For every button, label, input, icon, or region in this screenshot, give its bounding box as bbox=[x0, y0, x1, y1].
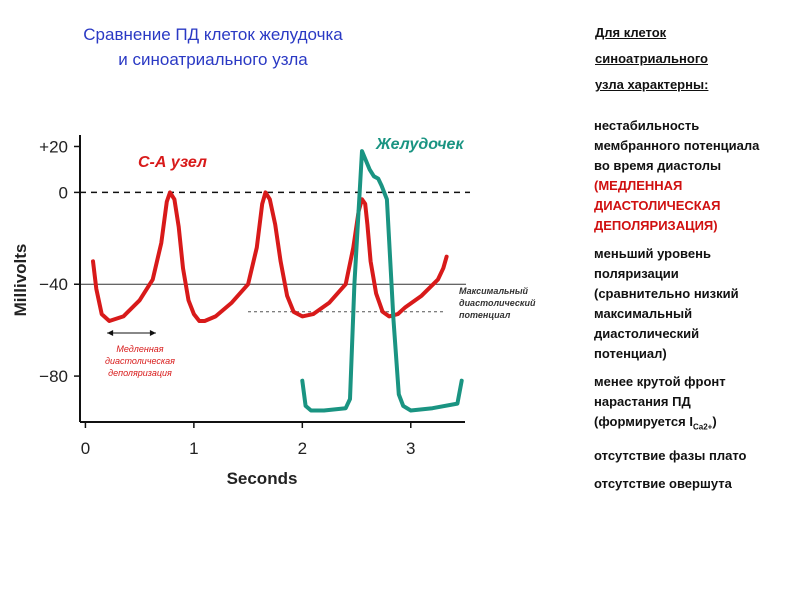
list-item: отсутствие овершута bbox=[582, 474, 796, 494]
heading-line: Для клеток bbox=[595, 25, 667, 40]
title-line-1: Сравнение ПД клеток желудочка bbox=[83, 25, 343, 44]
item-text: менее крутой фронт bbox=[594, 374, 726, 389]
slide-title: Сравнение ПД клеток желудочка и синоатри… bbox=[18, 22, 408, 72]
slow-depolarization-annotation-line: Медленная bbox=[116, 344, 163, 354]
sa-node-label: С-А узел bbox=[138, 154, 207, 171]
list-item: отсутствие фазы плато bbox=[582, 446, 796, 466]
item-text: отсутствие овершута bbox=[594, 475, 732, 491]
y-tick-label: 0 bbox=[59, 183, 68, 202]
max-diastolic-annotation-line: диастолический bbox=[459, 298, 536, 308]
title-line-2: и синоатриального узла bbox=[118, 50, 308, 69]
formula-suffix: ) bbox=[712, 414, 717, 429]
arrowhead-right-icon bbox=[149, 330, 156, 336]
x-tick-label: 3 bbox=[406, 439, 415, 458]
x-tick-label: 0 bbox=[81, 439, 90, 458]
item-text: максимальный bbox=[594, 306, 693, 321]
item-formula: (формируется ICa2+) bbox=[594, 412, 796, 438]
item-text: нарастания ПД bbox=[594, 394, 691, 409]
item-highlight: ДЕПОЛЯРИЗАЦИЯ) bbox=[594, 218, 718, 233]
item-text: поляризации bbox=[594, 266, 679, 281]
max-diastolic-annotation-line: Максимальный bbox=[459, 286, 529, 296]
item-text: потенциал) bbox=[594, 346, 667, 361]
item-text: во время диастолы bbox=[594, 158, 722, 173]
item-text: диастолический bbox=[594, 326, 700, 341]
list-item: менее крутой фронт нарастания ПД (формир… bbox=[582, 372, 796, 438]
item-text: меньший уровень bbox=[594, 246, 711, 261]
y-axis-label: Millivolts bbox=[11, 244, 30, 317]
ventricle-trace bbox=[300, 149, 464, 413]
ventricle-label: Желудочек bbox=[375, 136, 464, 153]
max-diastolic-annotation-line: потенциал bbox=[459, 310, 511, 320]
heading-line: узла характерны: bbox=[595, 77, 709, 92]
item-text: отсутствие фазы плато bbox=[594, 447, 747, 463]
x-tick-label: 1 bbox=[189, 439, 198, 458]
list-item: меньший уровень поляризации (сравнительн… bbox=[582, 244, 796, 364]
heading-line: синоатриального bbox=[595, 51, 709, 66]
y-tick-label: +20 bbox=[39, 137, 68, 156]
x-tick-label: 2 bbox=[298, 439, 307, 458]
list-item: нестабильность мембранного потенциала во… bbox=[582, 116, 796, 236]
formula-subscript: Ca2+ bbox=[692, 422, 713, 432]
item-highlight: (МЕДЛЕННАЯ bbox=[594, 178, 683, 193]
y-tick-label: −80 bbox=[39, 367, 68, 386]
item-highlight: ДИАСТОЛИЧЕСКАЯ bbox=[594, 198, 721, 213]
slow-depolarization-annotation-line: деполяризация bbox=[108, 368, 172, 378]
slow-depolarization-annotation-line: диастолическая bbox=[105, 356, 175, 366]
item-text: нестабильность bbox=[594, 118, 700, 133]
item-text: (сравнительно низкий bbox=[594, 286, 739, 301]
arrowhead-left-icon bbox=[107, 330, 114, 336]
item-text: мембранного потенциала bbox=[594, 138, 760, 153]
characteristics-panel: Для клеток синоатриального узла характер… bbox=[582, 20, 796, 502]
y-tick-label: −40 bbox=[39, 275, 68, 294]
panel-heading: Для клеток синоатриального узла характер… bbox=[582, 20, 796, 98]
sa-node-trace bbox=[91, 190, 449, 323]
x-axis-label: Seconds bbox=[227, 469, 298, 488]
characteristics-list: нестабильность мембранного потенциала во… bbox=[582, 116, 796, 494]
formula-prefix: (формируется I bbox=[594, 414, 693, 429]
